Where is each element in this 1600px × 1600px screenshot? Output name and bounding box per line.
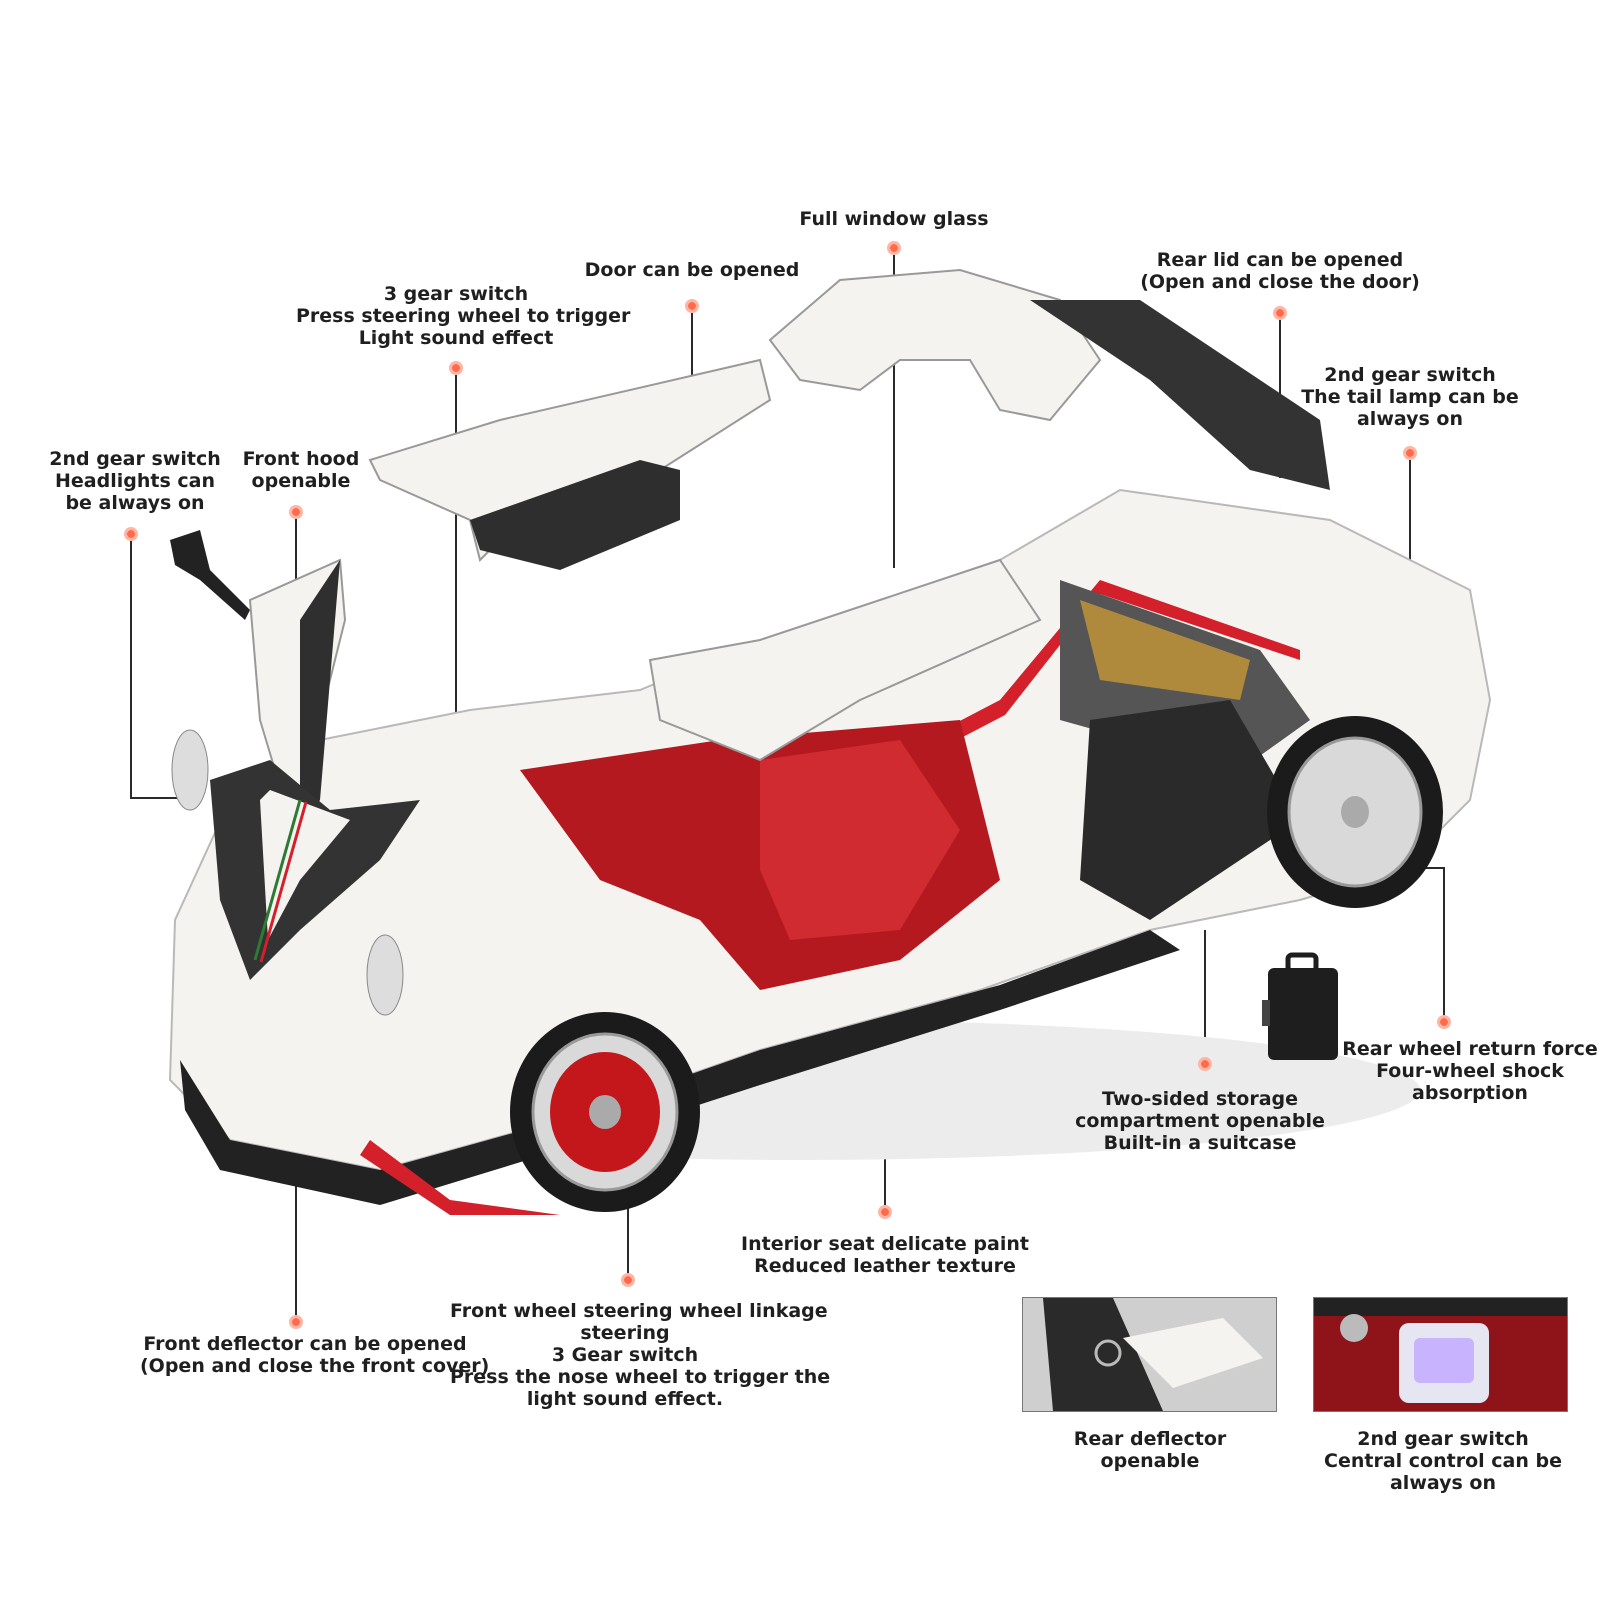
callout-text: 2nd gear switch — [49, 448, 221, 470]
callout-text: (Open and close the front cover) — [140, 1355, 490, 1377]
callout-text: Light sound effect — [358, 327, 554, 349]
caption-text: openable — [1100, 1450, 1200, 1472]
callout-door: Door can be opened — [582, 259, 802, 281]
callout-text: 2nd gear switch — [1324, 364, 1496, 386]
caption-text: Rear deflector — [1073, 1428, 1227, 1450]
callout-dot-storage — [1198, 1057, 1212, 1071]
callout-dot-interior-seat — [878, 1205, 892, 1219]
callout-text: always on — [1356, 408, 1463, 430]
callout-text: Press the nose wheel to trigger the — [450, 1366, 831, 1388]
callout-text: Four-wheel shock — [1376, 1060, 1564, 1082]
callout-interior-seat: Interior seat delicate paint Reduced lea… — [735, 1233, 1035, 1277]
callout-text: light sound effect. — [526, 1388, 724, 1410]
caption-text: Central control can be — [1324, 1450, 1562, 1472]
callout-text: Rear lid can be opened — [1156, 249, 1404, 271]
callout-dot-front-wheel — [621, 1273, 635, 1287]
callout-text: 3 Gear switch — [551, 1344, 699, 1366]
callout-text: Two-sided storage — [1101, 1088, 1298, 1110]
callout-dot-headlights — [124, 527, 138, 541]
callout-front-wheel: Front wheel steering wheel linkage steer… — [450, 1300, 831, 1410]
suitcase-icon — [1262, 952, 1338, 1060]
caption-text: 2nd gear switch — [1357, 1428, 1529, 1450]
callout-text: The tail lamp can be — [1301, 386, 1519, 408]
callout-text: Built-in a suitcase — [1103, 1132, 1297, 1154]
caption-text: always on — [1389, 1472, 1496, 1494]
callout-text: Front wheel steering wheel linkage — [450, 1300, 828, 1322]
callout-dot-rear-lid — [1273, 306, 1287, 320]
callout-tail-lamp: 2nd gear switch The tail lamp can be alw… — [1300, 364, 1520, 430]
leader-headlights — [130, 540, 185, 799]
caption-rear-deflector: Rear deflector openable — [1040, 1428, 1260, 1472]
callout-text: compartment openable — [1075, 1110, 1325, 1132]
central-control-photo — [1313, 1297, 1568, 1412]
callout-text: openable — [251, 470, 351, 492]
callout-rear-wheel: Rear wheel return force Four-wheel shock… — [1340, 1038, 1600, 1104]
callout-text: absorption — [1412, 1082, 1528, 1104]
callout-text: Reduced leather texture — [754, 1255, 1016, 1277]
callout-text: Interior seat delicate paint — [741, 1233, 1029, 1255]
callout-text: be always on — [65, 492, 205, 514]
callout-dot-gear3-steering — [449, 361, 463, 375]
front-wheel-icon — [510, 1012, 700, 1212]
callout-storage: Two-sided storage compartment openable B… — [1070, 1088, 1330, 1154]
callout-text: Headlights can — [55, 470, 215, 492]
callout-full-window-glass: Full window glass — [784, 208, 1004, 230]
callout-front-deflector: Front deflector can be opened (Open and … — [140, 1333, 490, 1377]
callout-text: steering — [580, 1322, 670, 1344]
callout-rear-lid: Rear lid can be opened (Open and close t… — [1140, 249, 1420, 293]
callout-front-hood: Front hood openable — [236, 448, 366, 492]
callout-dot-front-deflector — [289, 1315, 303, 1329]
callout-headlights: 2nd gear switch Headlights can be always… — [45, 448, 225, 514]
rear-wheel-icon — [1267, 716, 1443, 908]
callout-text: Door can be opened — [584, 259, 800, 281]
callout-text: 3 gear switch — [383, 283, 529, 305]
callout-dot-front-hood — [289, 505, 303, 519]
callout-text: Press steering wheel to trigger — [296, 305, 631, 327]
callout-dot-tail-lamp — [1403, 446, 1417, 460]
rear-deflector-photo — [1022, 1297, 1277, 1412]
callout-text: Front deflector can be opened — [143, 1333, 467, 1355]
caption-central-control: 2nd gear switch Central control can be a… — [1323, 1428, 1563, 1494]
callout-dot-door — [685, 299, 699, 313]
callout-text: Rear wheel return force — [1342, 1038, 1598, 1060]
callout-dot-rear-wheel — [1437, 1015, 1451, 1029]
callout-gear3-steering: 3 gear switch Press steering wheel to tr… — [296, 283, 631, 349]
callout-dot-full-window-glass — [887, 241, 901, 255]
callout-text: Front hood — [242, 448, 360, 470]
callout-text: (Open and close the door) — [1140, 271, 1420, 293]
callout-text: Full window glass — [799, 208, 989, 230]
